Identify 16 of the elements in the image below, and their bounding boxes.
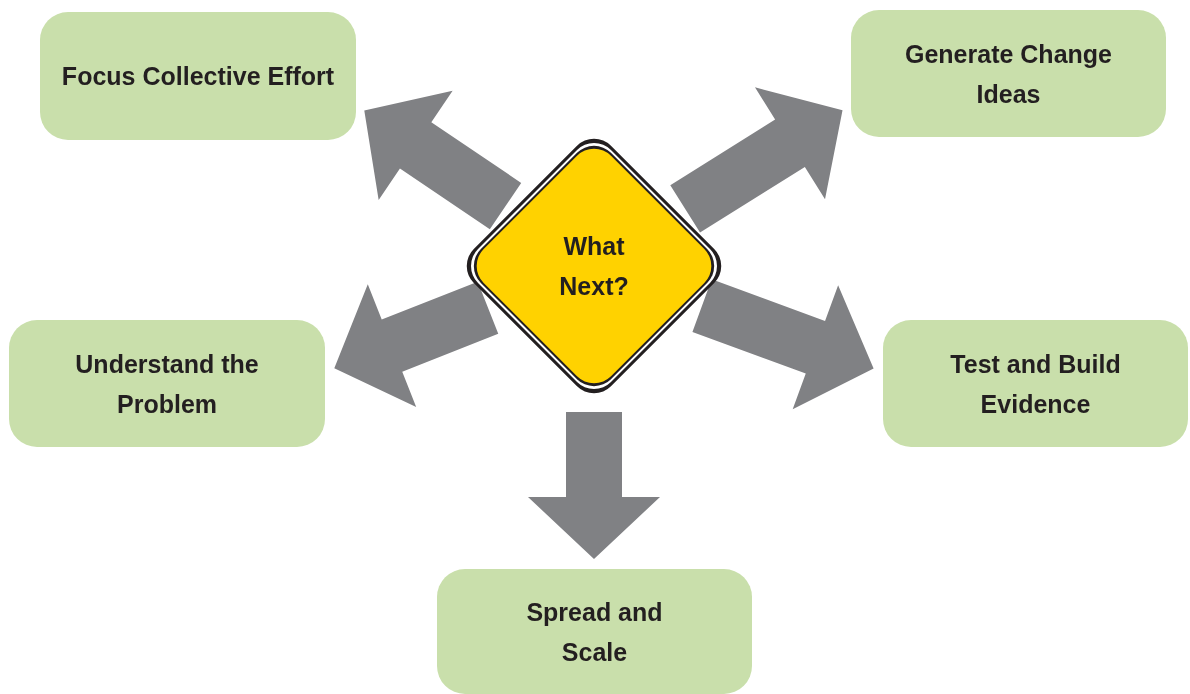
block-arrow — [528, 412, 660, 559]
box-label: Test and Build Evidence — [949, 348, 1122, 420]
box-label: Understand the Problem — [74, 348, 260, 420]
block-arrow — [334, 281, 499, 407]
box-label: Focus Collective Effort — [60, 61, 336, 92]
step-box — [883, 320, 1188, 447]
step-box — [437, 569, 752, 694]
step-box — [851, 10, 1166, 137]
step-box — [40, 12, 356, 140]
step-box — [9, 320, 325, 447]
block-arrow — [692, 279, 874, 410]
block-arrow — [670, 87, 843, 233]
box-label: Generate Change Ideas — [904, 38, 1113, 110]
box-label: What Next? — [558, 231, 630, 302]
block-arrow — [364, 90, 522, 230]
box-label: Spread and Scale — [525, 596, 664, 668]
